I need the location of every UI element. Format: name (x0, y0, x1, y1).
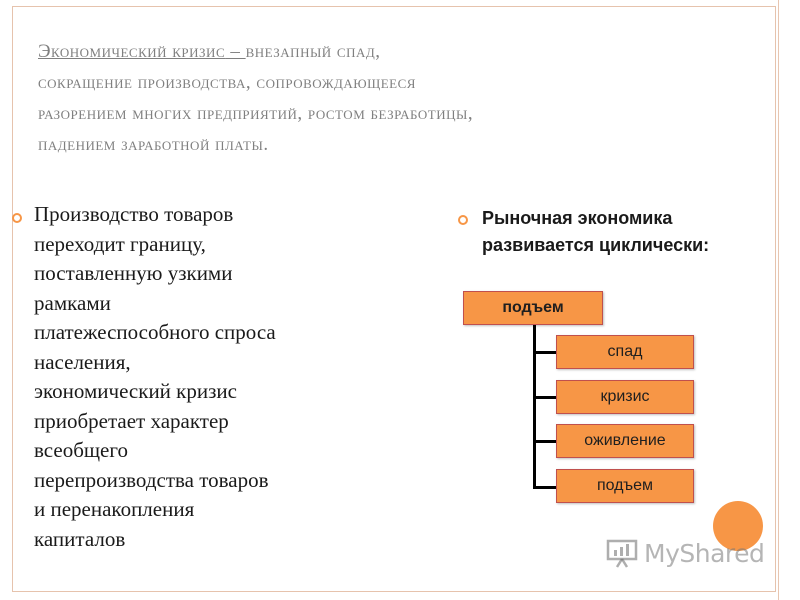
cycle-node-recovery: оживление (556, 424, 694, 458)
presentation-board-icon (606, 538, 640, 568)
decorative-circle (713, 501, 763, 551)
cycle-root-node: подъем (463, 291, 603, 325)
right-heading-line: Рыночная экономика (482, 208, 673, 228)
diagram-branch-line (533, 440, 558, 443)
left-line: населения, (34, 349, 131, 374)
slide-frame (12, 6, 776, 592)
left-bullet-text: Производство товаров переходит границу, … (34, 200, 364, 554)
diagram-trunk-line (533, 323, 536, 489)
watermark-text: MyShared (644, 538, 765, 568)
cycle-node-decline: спад (556, 335, 694, 369)
watermark: MyShared (606, 533, 776, 573)
left-line: платежеспособного спроса (34, 320, 276, 344)
right-heading-line: развивается циклически: (482, 235, 710, 255)
diagram-branch-line (533, 351, 558, 354)
left-line: поставленную узкими (34, 261, 233, 285)
title-line-4: падением заработной платы. (38, 134, 269, 155)
cycle-node-crisis: кризис (556, 380, 694, 414)
left-line: переходит границу, (34, 231, 206, 256)
left-line: Производство товаров (34, 202, 234, 226)
diagram-branch-line (533, 396, 558, 399)
title-line-3: разорением многих предприятий, ростом бе… (38, 103, 474, 124)
circle-bullet-icon (458, 215, 468, 225)
right-bullet-heading: Рыночная экономика развивается циклическ… (482, 205, 792, 259)
title-line-2: сокращение производства, сопровождающеес… (38, 72, 416, 93)
title-term: Экономический кризис (38, 41, 226, 62)
title-line-1-text: внезапный спад, (245, 41, 381, 62)
left-line: всеобщего (34, 438, 128, 462)
slide-edge-line (778, 0, 779, 600)
diagram-branch-line (533, 486, 558, 489)
cycle-node-rise: подъем (556, 469, 694, 503)
left-line: капиталов (34, 526, 126, 551)
title-line-1: Экономический кризис – внезапный спад, (38, 36, 738, 67)
slide-title: Экономический кризис – внезапный спад, с… (38, 36, 738, 160)
title-dash: – (225, 41, 246, 62)
left-line: приобретает характер (34, 408, 229, 433)
left-line: и перенакопления (34, 497, 195, 521)
left-line: рамками (34, 290, 111, 315)
left-line: экономический кризис (34, 379, 237, 403)
left-line: перепроизводства товаров (34, 467, 269, 492)
circle-bullet-icon (12, 213, 22, 223)
